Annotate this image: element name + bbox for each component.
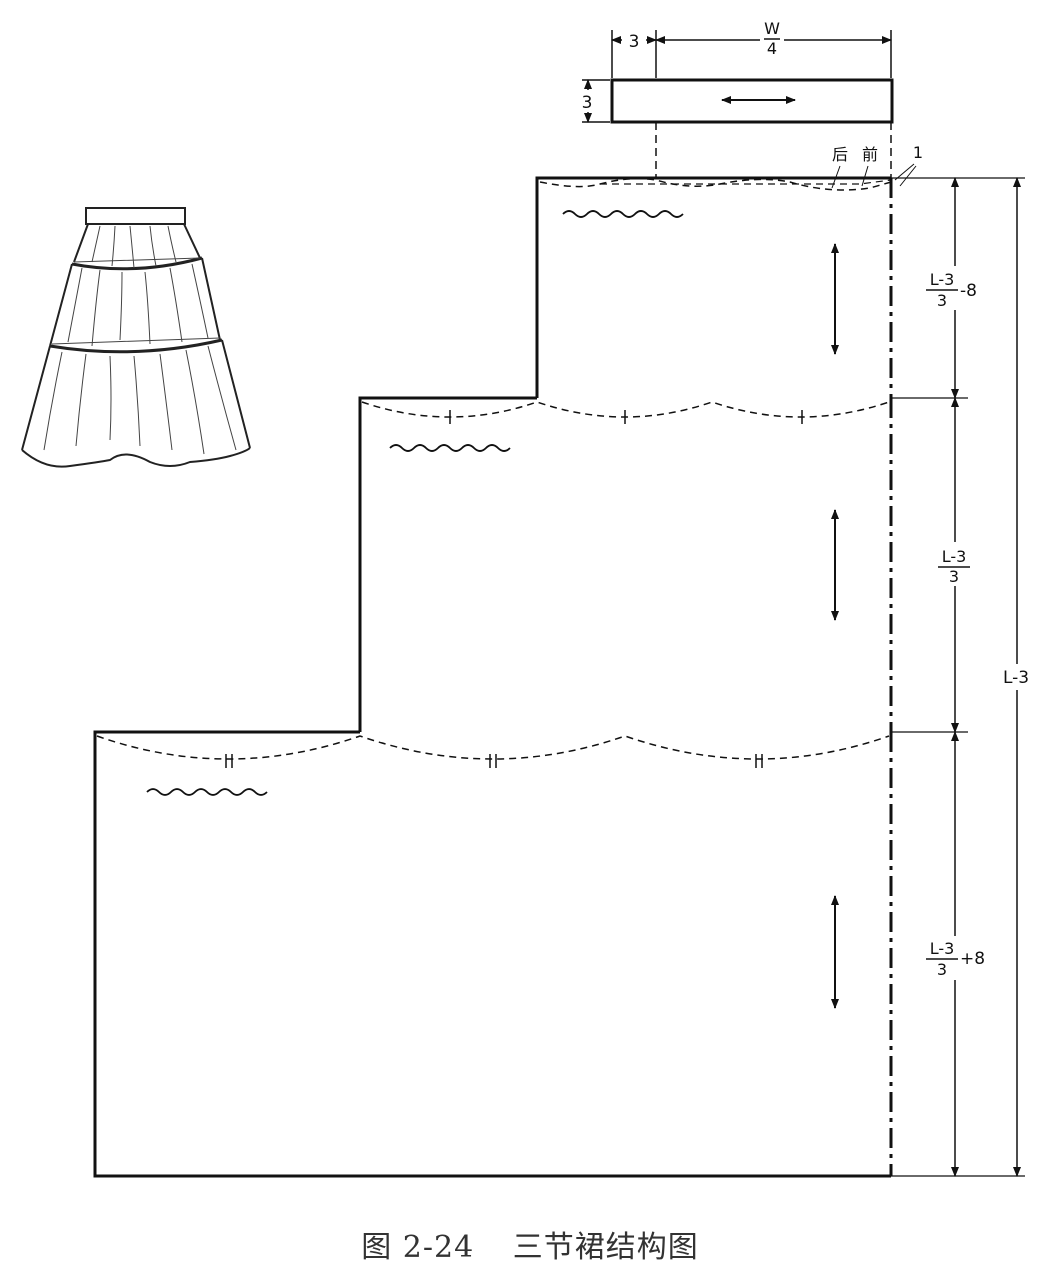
tier-3 xyxy=(93,730,893,1178)
tier-1-height-suffix: -8 xyxy=(960,281,977,301)
tier-3-height-denominator: 3 xyxy=(937,960,947,979)
gathering-mark-tier-1 xyxy=(562,210,684,218)
total-length-label: L-3 xyxy=(1003,668,1029,688)
front-label: 前 xyxy=(862,145,878,164)
figure-caption: 图 2-24 三节裙结构图 xyxy=(0,1222,1060,1266)
tier-3-height-numerator: L-3 xyxy=(930,939,955,958)
tier-1-height-numerator: L-3 xyxy=(930,270,955,289)
waistband-width-numerator: W xyxy=(764,19,780,38)
figure-title: 三节裙结构图 xyxy=(512,1230,699,1265)
waistband-width-denominator: 4 xyxy=(767,39,777,58)
tier-2-height-numerator: L-3 xyxy=(942,547,967,566)
back-label: 后 xyxy=(832,145,848,164)
skirt-sketch xyxy=(21,207,251,468)
tier-3-height-suffix: +8 xyxy=(960,949,985,969)
gathering-mark-tier-2 xyxy=(389,444,511,452)
tier-1-height-denominator: 3 xyxy=(937,291,947,310)
waistband-height-label: 3 xyxy=(582,93,593,113)
waistband: 3 W 4 3 xyxy=(578,19,894,178)
marker-1-label: 1 xyxy=(913,143,923,162)
tier-2 xyxy=(358,396,893,732)
right-dimensions: L-3 3 -8 L-3 3 L-3 3 +8 L-3 xyxy=(891,177,1040,1177)
figure-number: 图 2-24 xyxy=(361,1230,475,1265)
tier-2-height-denominator: 3 xyxy=(949,567,959,586)
tier-2-outline xyxy=(358,396,537,732)
tier-1-outline xyxy=(535,176,891,398)
gathering-mark-tier-3 xyxy=(146,788,268,796)
tier-3-outline xyxy=(93,730,891,1178)
tier-1: 后 前 1 xyxy=(535,143,923,398)
waistband-rect xyxy=(610,78,894,124)
waistband-overlap-label: 3 xyxy=(629,32,640,52)
